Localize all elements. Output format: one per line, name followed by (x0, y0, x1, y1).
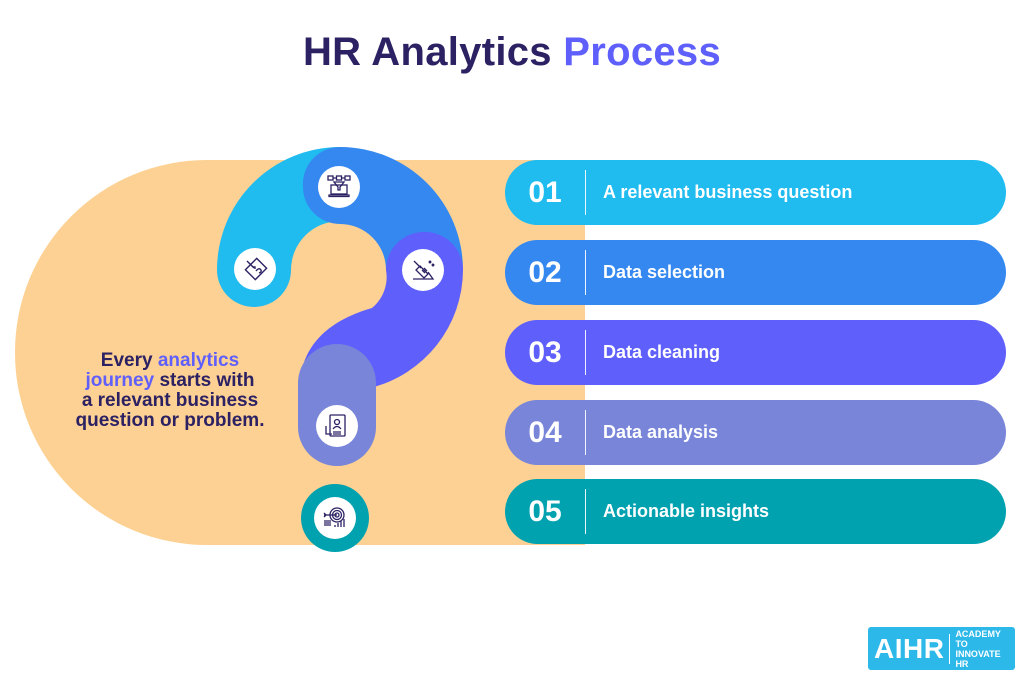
tagline-word: Every (100, 350, 153, 371)
step-02: 02 Data selection (505, 240, 1006, 305)
divider (585, 250, 586, 295)
step-number: 03 (528, 335, 562, 369)
title-main: HR Analytics (302, 30, 552, 74)
divider (585, 170, 586, 215)
tagline-text: starts with (159, 370, 255, 391)
step-number: 04 (528, 415, 562, 449)
step-label: Data selection (603, 262, 726, 282)
step-number: 02 (528, 255, 562, 289)
step-label: Actionable insights (603, 501, 770, 521)
step-number: 01 (528, 175, 562, 209)
step-04: 04 Data analysis (505, 400, 1006, 465)
logo-mark: AIHR (874, 632, 945, 664)
tagline-text: question or problem. (75, 410, 265, 431)
title-accent: Process (563, 30, 722, 74)
tagline-highlight: analytics (157, 350, 240, 371)
broom-cleaning-icon (402, 249, 444, 291)
step-label: Data cleaning (603, 342, 721, 362)
step-01: 01 A relevant business question (505, 160, 1006, 225)
tagline-text: a relevant business (81, 390, 259, 411)
page-title: HR Analytics Process (0, 30, 1024, 75)
logo-subtitle: ACADEMY TO INNOVATE HR (955, 629, 1015, 669)
target-chart-icon (314, 497, 356, 539)
step-05: 05 Actionable insights (505, 479, 1006, 544)
divider (585, 410, 586, 455)
divider (585, 489, 586, 534)
tagline-highlight: journey (85, 370, 155, 391)
step-03: 03 Data cleaning (505, 320, 1006, 385)
tagline: Every analytics journey starts with a re… (55, 351, 285, 431)
step-number: 05 (528, 494, 562, 528)
step-label: A relevant business question (603, 182, 853, 202)
aihr-logo: AIHR ACADEMY TO INNOVATE HR (868, 627, 1015, 670)
divider (585, 330, 586, 375)
logo-line: INNOVATE HR (955, 648, 1001, 669)
question-document-icon (234, 248, 276, 290)
logo-line: ACADEMY TO (955, 628, 1001, 649)
analysis-tablet-icon (316, 405, 358, 447)
logo-divider (949, 633, 951, 664)
step-label: Data analysis (603, 422, 719, 442)
data-funnel-laptop-icon (318, 166, 360, 208)
